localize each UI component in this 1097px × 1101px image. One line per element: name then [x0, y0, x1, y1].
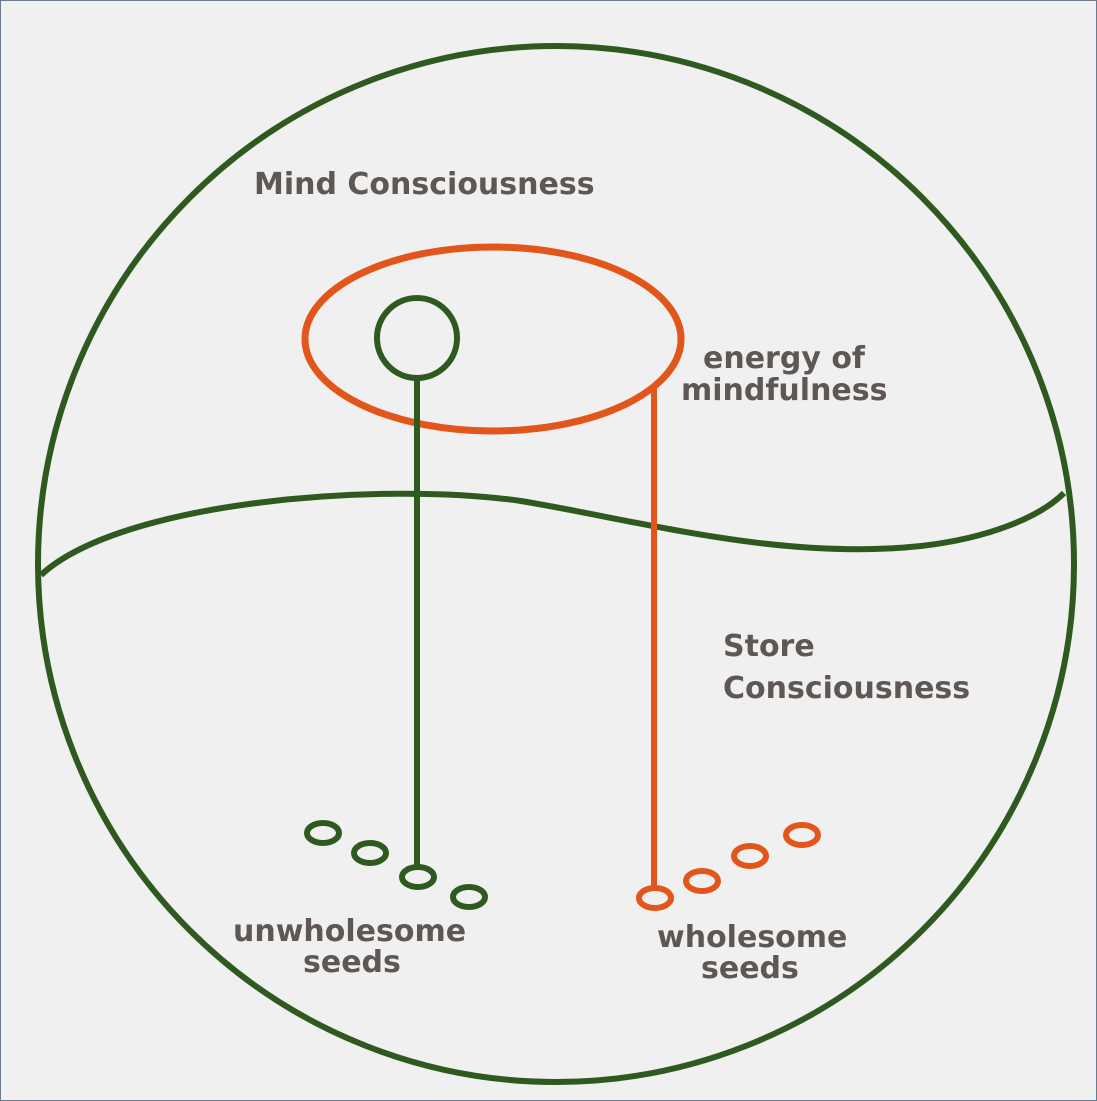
unwholesome-label-line2: seeds [303, 945, 401, 980]
wholesome-seed [636, 885, 674, 911]
energy-label-line2: mindfulness [681, 373, 887, 408]
wholesome-seed [783, 822, 821, 848]
mindfulness-ellipse [301, 243, 685, 435]
divider-wave [38, 490, 1067, 578]
sprout-head-circle [374, 295, 460, 381]
energy-label-line1: energy of [703, 341, 866, 376]
unwholesome-seed [450, 884, 488, 910]
unwholesome-seed [351, 840, 389, 866]
unwholesome-seeds [304, 820, 488, 910]
wholesome-label-line2: seeds [701, 951, 799, 986]
store-label-line2: Consciousness [723, 671, 970, 706]
wholesome-seed [731, 843, 769, 869]
wholesome-seeds [636, 822, 821, 911]
store-label-line1: Store [723, 629, 815, 664]
wholesome-label-line1: wholesome [657, 920, 847, 955]
mind-consciousness-label: Mind Consciousness [254, 167, 595, 202]
unwholesome-label-line1: unwholesome [233, 914, 466, 949]
unwholesome-seed [304, 820, 342, 846]
unwholesome-seed [399, 864, 437, 890]
wholesome-seed [683, 868, 721, 894]
outer-circle [35, 43, 1077, 1085]
